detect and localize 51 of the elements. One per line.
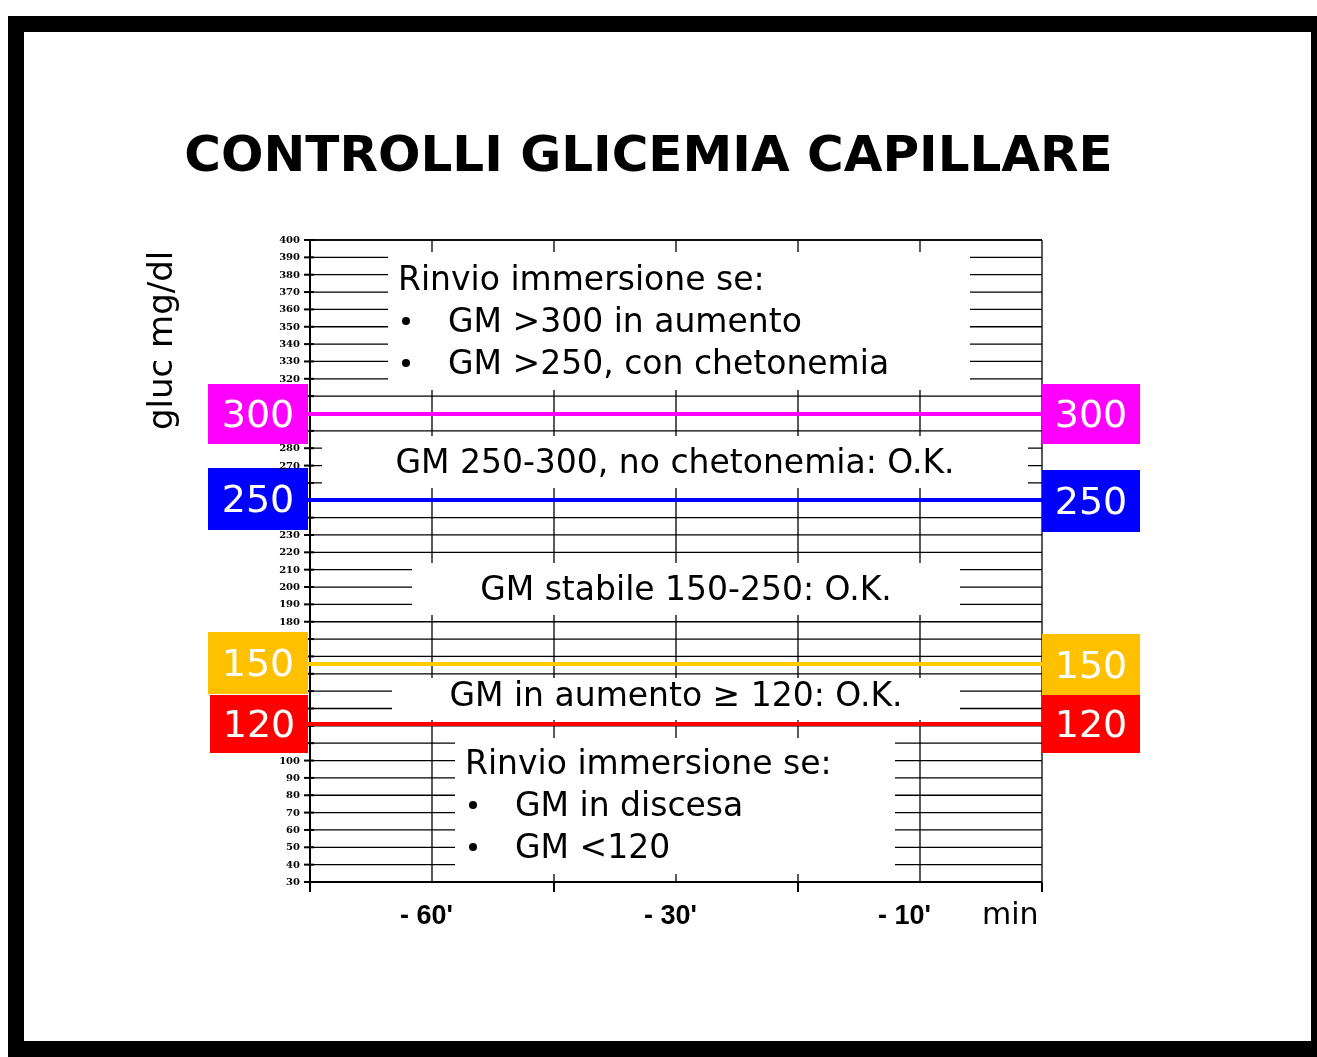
tick-label: 40	[285, 858, 300, 871]
tick-label: 50	[285, 841, 300, 854]
level-badge: 300	[208, 384, 308, 444]
list-item: GM >300 in aumento	[448, 301, 802, 340]
list-item: GM in discesa	[515, 785, 744, 824]
level-badge: 120	[210, 695, 308, 753]
axis-title: gluc mg/dl	[140, 249, 180, 432]
tick-label: 190	[278, 598, 300, 611]
tick-label: 380	[278, 268, 300, 281]
range-note: GM in aumento ≥ 120: O.K.	[392, 678, 960, 720]
tick-label: - 30'	[644, 900, 697, 931]
tick-label: 330	[278, 355, 300, 368]
tick-label: 210	[278, 563, 300, 576]
tick-label: 400	[278, 234, 300, 246]
tick-label: 100	[278, 754, 300, 767]
tick-label: 340	[278, 338, 300, 351]
level-badge: 250	[208, 468, 308, 530]
tick-label: 370	[278, 286, 300, 299]
note-heading: Rinvio immersione se:	[398, 258, 766, 300]
level-line	[308, 722, 1042, 726]
level-badge: 150	[208, 632, 308, 694]
list-item: GM >250, con chetonemia	[448, 343, 890, 382]
tick-label: 390	[278, 251, 300, 264]
tick-label: 220	[278, 546, 300, 559]
tick-label: 280	[278, 442, 300, 455]
tick-label: 70	[285, 806, 300, 819]
tick-label: 360	[278, 303, 300, 316]
tick-label: - 10'	[878, 900, 931, 931]
range-note: GM 250-300, no chetonemia: O.K.	[322, 436, 1028, 488]
tick-label: 60	[285, 823, 300, 836]
level-line	[308, 412, 1042, 416]
list-item: GM <120	[515, 827, 671, 866]
axis-unit: min	[982, 896, 1039, 931]
level-badge: 300	[1042, 384, 1140, 444]
level-line	[308, 498, 1042, 502]
tick-label: 230	[278, 528, 300, 541]
tick-label: 80	[285, 789, 300, 802]
tick-label: 90	[285, 771, 300, 784]
tick-label: 350	[278, 320, 300, 333]
level-badge: 150	[1042, 634, 1140, 696]
tick-label: 200	[278, 581, 300, 593]
tick-label: 30	[285, 876, 300, 888]
tick-label: - 60'	[400, 900, 453, 931]
tick-label: 180	[278, 615, 300, 628]
tick-label: 320	[278, 372, 300, 385]
title: CONTROLLI GLICEMIA CAPILLARE	[183, 125, 1114, 183]
level-line	[308, 662, 1042, 666]
level-badge: 250	[1042, 470, 1140, 532]
note-heading: Rinvio immersione se:	[465, 742, 833, 784]
range-note: GM stabile 150-250: O.K.	[412, 563, 960, 615]
level-badge: 120	[1042, 695, 1140, 753]
